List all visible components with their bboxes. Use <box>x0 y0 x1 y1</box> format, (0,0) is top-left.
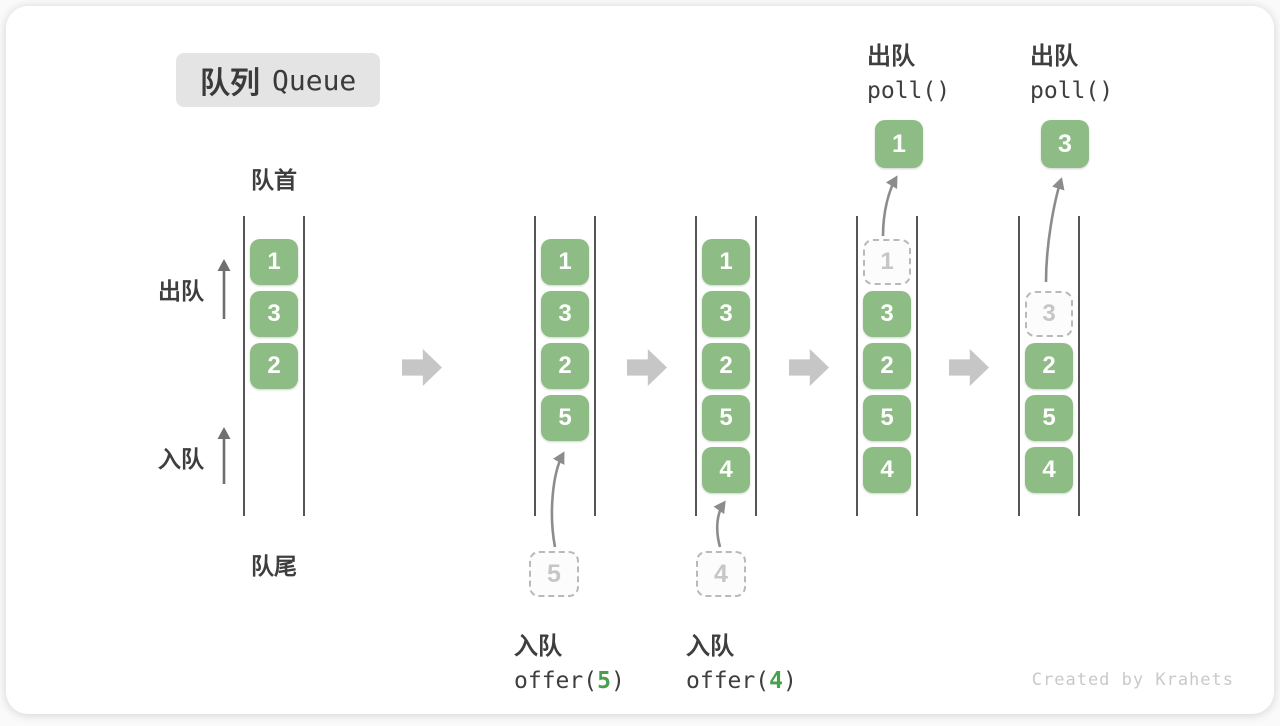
right-arrow-icon <box>402 349 442 386</box>
title-en: Queue <box>272 63 357 97</box>
diagram-card: 队列 Queue 队首 队尾 出队 入队 1 3 2 1 3 2 5 1 3 2… <box>6 6 1274 714</box>
op-label: 出队 <box>1030 43 1078 70</box>
queue-column-5: 3 2 5 4 <box>1018 216 1080 516</box>
queue-cell: 4 <box>1025 447 1073 493</box>
queue-wall-left <box>856 216 858 516</box>
queue-cell-removed: 3 <box>1025 291 1073 337</box>
op-label: 入队 <box>686 633 734 660</box>
queue-column-3: 1 3 2 5 4 <box>695 216 757 516</box>
op-label: 入队 <box>514 633 562 660</box>
queue-column-1: 1 3 2 <box>243 216 305 516</box>
queue-cell-removed: 1 <box>863 239 911 285</box>
queue-cell: 2 <box>250 343 298 389</box>
queue-cell: 5 <box>702 395 750 441</box>
right-arrow-icon <box>949 349 989 386</box>
queue-wall-left <box>534 216 536 516</box>
queue-wall-left <box>243 216 245 516</box>
op-enqueue-4: 入队 offer(4) <box>686 626 797 694</box>
right-arrow-icon <box>789 349 829 386</box>
queue-wall-right <box>594 216 596 516</box>
op-arg: 5 <box>597 668 611 694</box>
queue-wall-right <box>916 216 918 516</box>
queue-column-4: 1 3 2 5 4 <box>856 216 918 516</box>
queue-column-2: 1 3 2 5 <box>534 216 596 516</box>
op-code: poll() <box>1030 78 1114 104</box>
op-code: offer(5) <box>514 668 625 694</box>
queue-cell: 3 <box>541 291 589 337</box>
queue-cell: 3 <box>863 291 911 337</box>
op-enqueue-5: 入队 offer(5) <box>514 626 625 694</box>
queue-wall-right <box>755 216 757 516</box>
watermark: Created by Krahets <box>1031 670 1234 690</box>
queue-cell: 1 <box>250 239 298 285</box>
popped-box: 3 <box>1041 120 1089 168</box>
op-code: offer(4) <box>686 668 797 694</box>
queue-wall-left <box>695 216 697 516</box>
title-cn: 队列 <box>200 67 260 100</box>
op-label: 出队 <box>867 43 915 70</box>
queue-cell: 5 <box>541 395 589 441</box>
label-queue-front: 队首 <box>251 167 297 193</box>
label-queue-rear: 队尾 <box>251 553 297 579</box>
op-code: poll() <box>867 78 951 104</box>
queue-cell: 4 <box>702 447 750 493</box>
queue-cell: 2 <box>1025 343 1073 389</box>
popped-box: 1 <box>875 120 923 168</box>
queue-cell: 1 <box>541 239 589 285</box>
op-arg: 4 <box>769 668 783 694</box>
label-dequeue: 出队 <box>158 278 204 304</box>
pending-enqueue-box: 4 <box>696 551 746 597</box>
queue-cell: 5 <box>863 395 911 441</box>
op-poll-2: 出队 poll() <box>1030 36 1113 104</box>
queue-cell: 2 <box>863 343 911 389</box>
queue-wall-right <box>303 216 305 516</box>
queue-cell: 4 <box>863 447 911 493</box>
op-poll-1: 出队 poll() <box>867 36 950 104</box>
queue-cell: 3 <box>250 291 298 337</box>
title-badge: 队列 Queue <box>176 53 381 107</box>
queue-wall-right <box>1078 216 1080 516</box>
queue-cell: 2 <box>702 343 750 389</box>
label-enqueue: 入队 <box>158 446 204 472</box>
queue-cell: 1 <box>702 239 750 285</box>
queue-cell: 3 <box>702 291 750 337</box>
pending-enqueue-box: 5 <box>529 551 579 597</box>
queue-cell: 2 <box>541 343 589 389</box>
right-arrow-icon <box>627 349 667 386</box>
queue-wall-left <box>1018 216 1020 516</box>
queue-cell: 5 <box>1025 395 1073 441</box>
